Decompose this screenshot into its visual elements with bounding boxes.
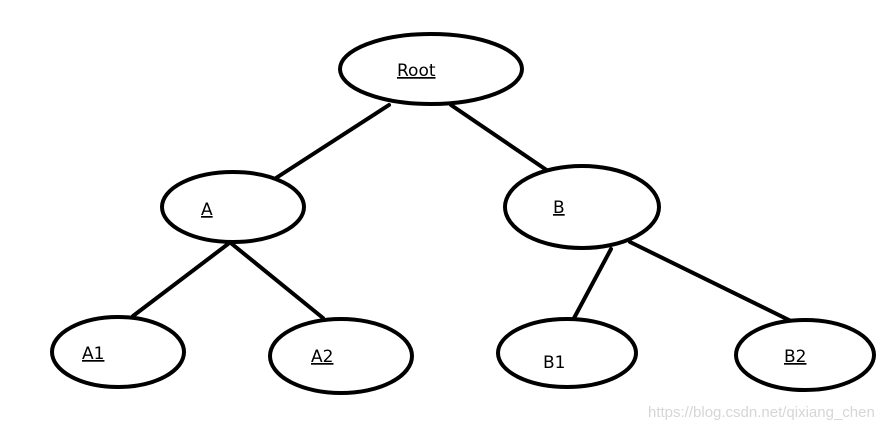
node-b1: B1 xyxy=(496,317,638,389)
node-ellipse-b2 xyxy=(734,318,876,392)
node-a1: A1 xyxy=(50,315,186,389)
edge-a-a2 xyxy=(230,242,325,320)
node-a2: A2 xyxy=(268,317,414,395)
edges-layer xyxy=(131,103,795,324)
node-ellipse-a2 xyxy=(268,317,414,395)
node-b2: B2 xyxy=(734,318,876,392)
node-label-root: Root xyxy=(397,61,436,81)
watermark-text: https://blog.csdn.net/qixiang_chen xyxy=(648,404,875,421)
node-ellipse-b1 xyxy=(496,317,638,389)
node-label-b1: B1 xyxy=(543,353,565,373)
node-ellipse-b xyxy=(503,164,661,250)
edge-b-b2 xyxy=(628,240,795,324)
node-ellipse-a1 xyxy=(50,315,186,389)
node-root: Root xyxy=(338,32,524,106)
edge-root-a xyxy=(274,103,391,180)
node-label-a1: A1 xyxy=(82,344,104,364)
node-ellipse-a xyxy=(160,170,306,244)
edge-root-b xyxy=(449,103,550,173)
node-label-a2: A2 xyxy=(311,347,333,367)
node-a: A xyxy=(160,170,306,244)
node-label-b: B xyxy=(553,198,565,218)
node-b: B xyxy=(503,164,661,250)
edge-b-b1 xyxy=(571,247,613,322)
edge-a-a1 xyxy=(131,242,230,318)
node-label-a: A xyxy=(201,200,213,220)
node-label-b2: B2 xyxy=(784,347,806,367)
node-ellipse-root xyxy=(338,32,524,106)
